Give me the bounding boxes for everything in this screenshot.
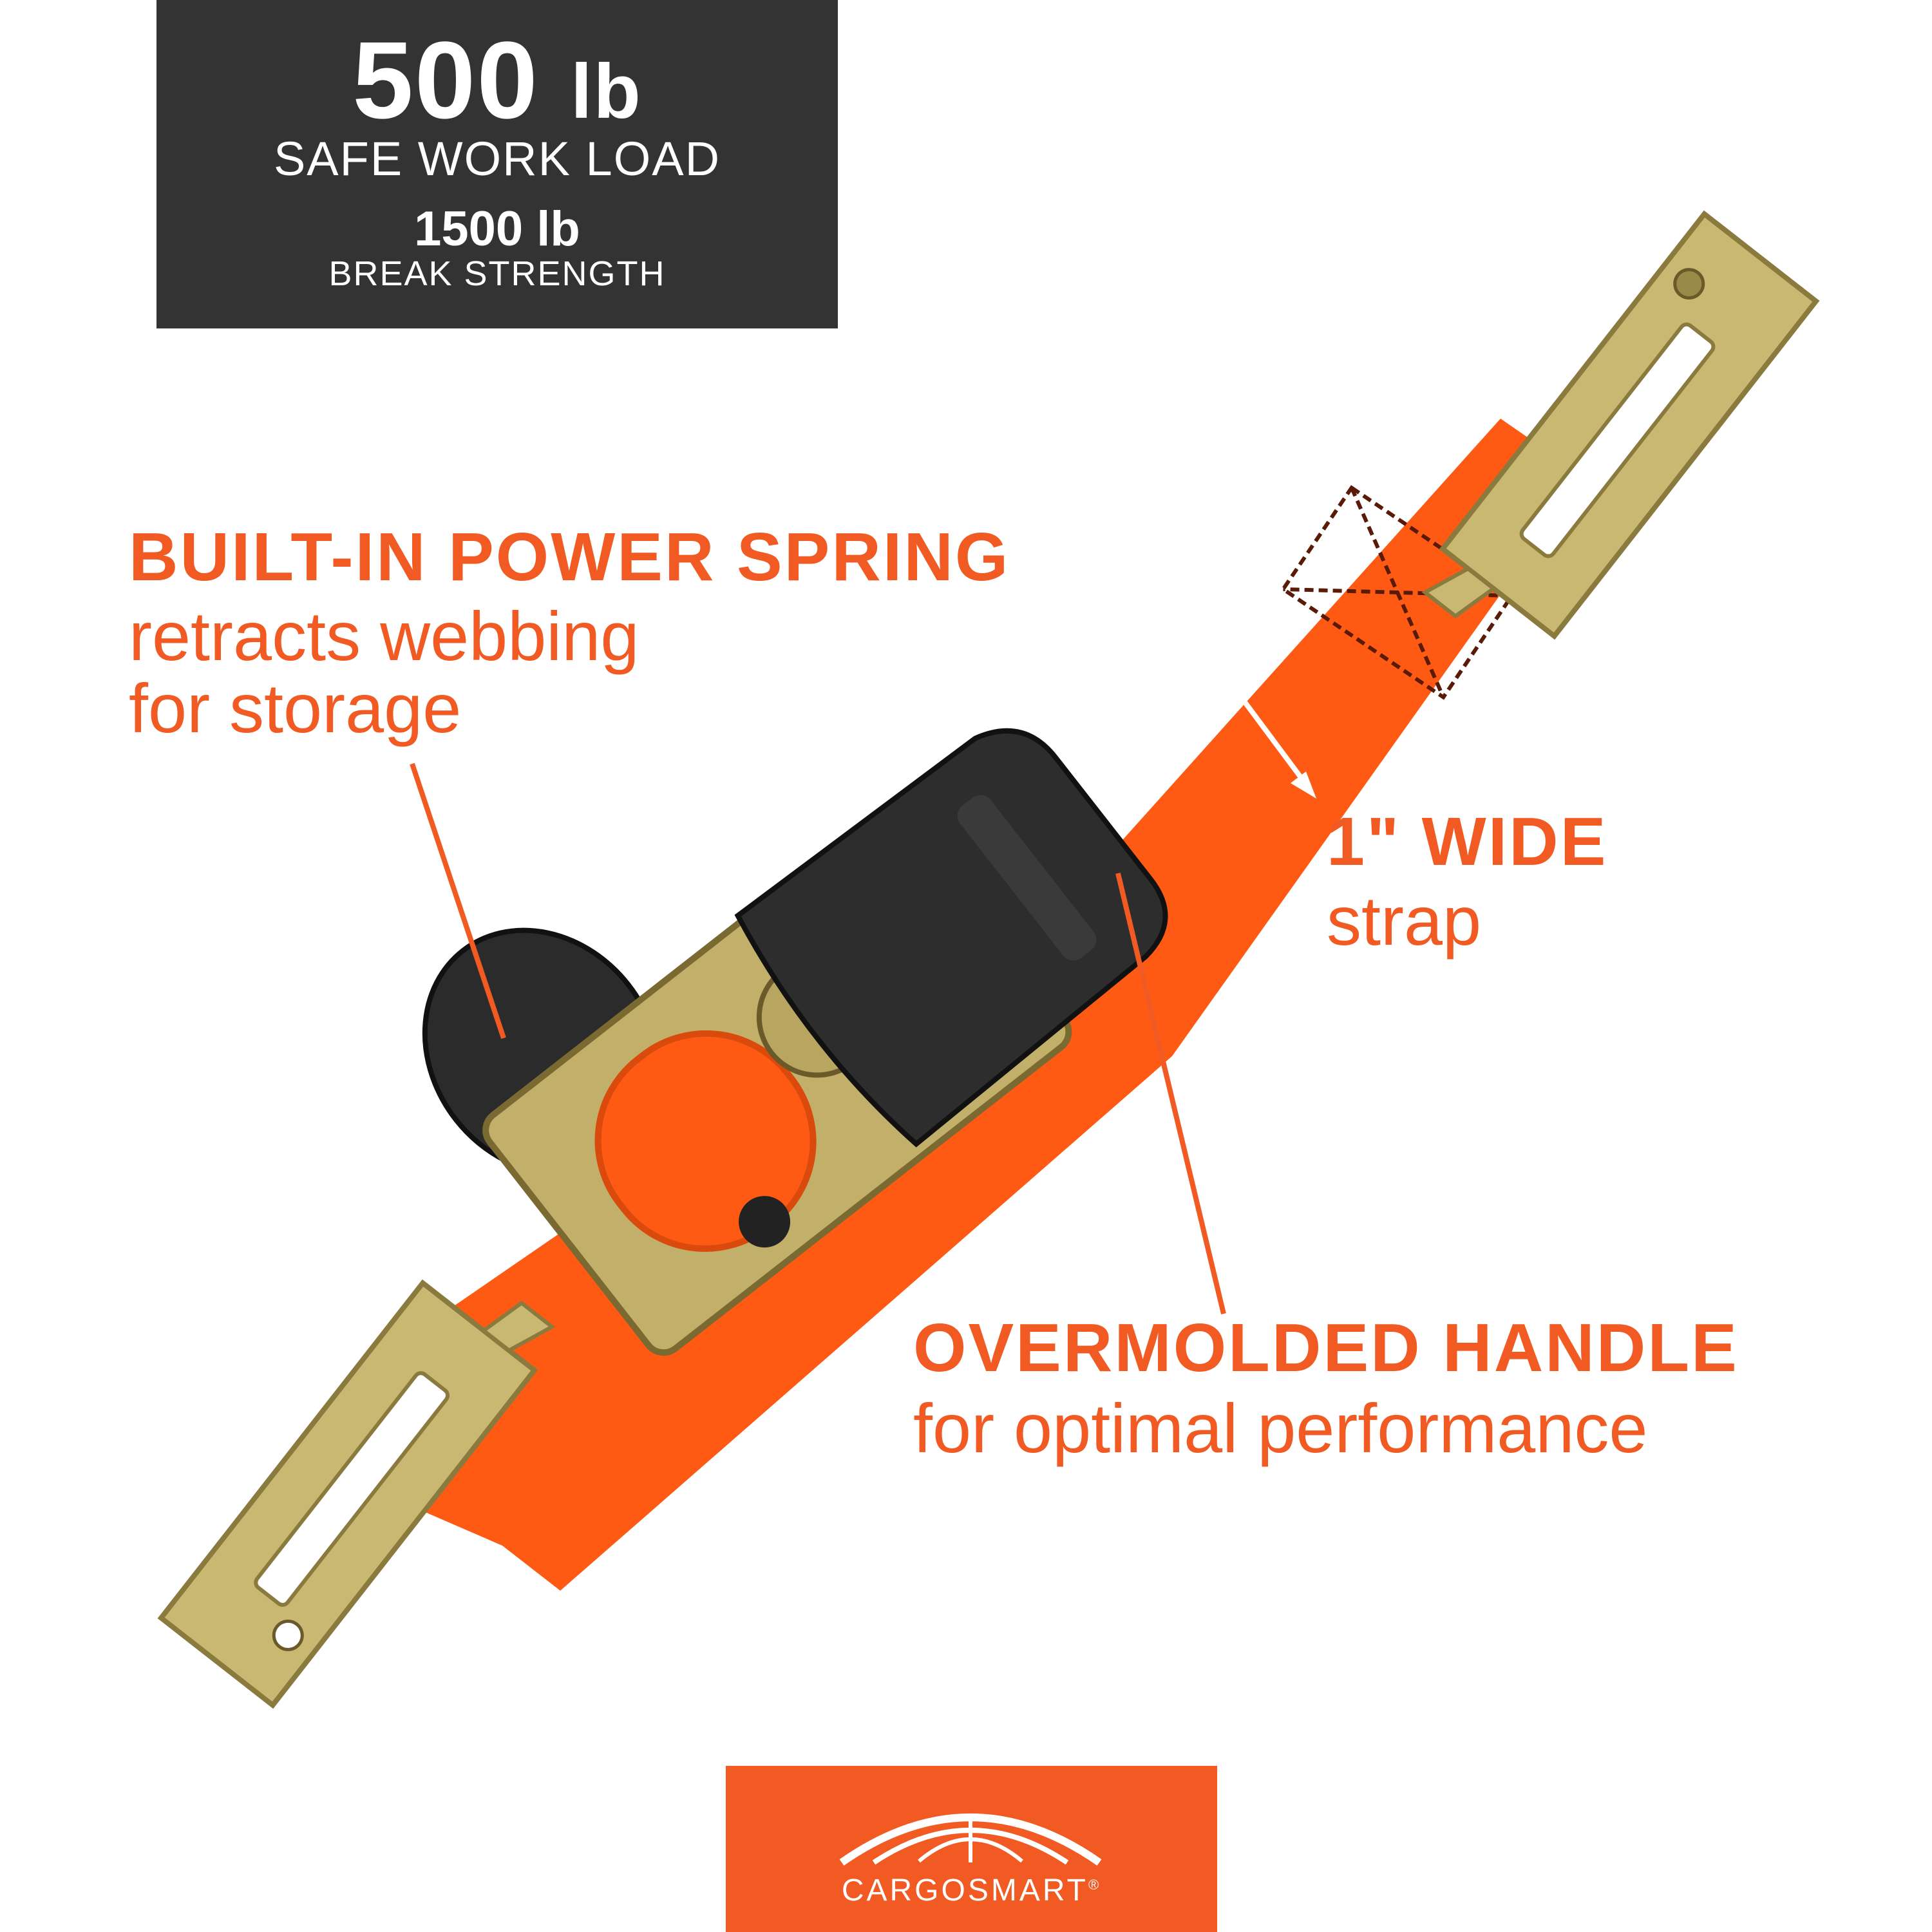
logo-registered-mark: ®	[1088, 1877, 1102, 1893]
break-strength-label: BREAK STRENGTH	[328, 254, 666, 293]
handle-title: OVERMOLDED HANDLE	[913, 1310, 1739, 1386]
strap-width-desc: strap	[1327, 882, 1482, 960]
e-track-fitting-top	[1421, 210, 1820, 640]
safe-work-load-value: 500 lb	[156, 26, 838, 135]
handle-callout: OVERMOLDED HANDLE for optimal performanc…	[913, 1314, 1739, 1463]
power-spring-desc-line1: retracts webbing	[129, 597, 639, 675]
safe-work-load-number: 500	[352, 19, 539, 142]
overmolded-handle	[734, 728, 1168, 1148]
spring-leader-line	[410, 762, 506, 1039]
safe-work-load-label: SAFE WORK LOAD	[273, 132, 721, 185]
e-track-fitting-bottom	[157, 1279, 556, 1709]
strap-width-title: 1" WIDE	[1327, 804, 1608, 880]
safe-work-load-unit: lb	[571, 48, 642, 135]
logo-wordmark: CARGOSMART®	[726, 1873, 1217, 1908]
power-spring-title: BUILT-IN POWER SPRING	[129, 519, 1010, 595]
stitch-box	[1280, 485, 1515, 700]
break-strength-value: 1500 lb	[414, 202, 580, 256]
load-spec-panel: 500 lb SAFE WORK LOAD 1500 lb BREAK STRE…	[156, 0, 838, 328]
cargosmart-logo: CARGOSMART®	[726, 1766, 1217, 1932]
power-spring-desc-line2: for storage	[129, 669, 462, 748]
ratchet-body	[422, 728, 1168, 1356]
handle-leader-line	[1115, 873, 1226, 1314]
width-arrow	[1217, 665, 1316, 799]
logo-arc-icon	[839, 1814, 1102, 1866]
handle-desc: for optimal performance	[913, 1389, 1648, 1467]
power-spring-callout: BUILT-IN POWER SPRING retracts webbing f…	[129, 523, 1010, 745]
logo-brand-text: CARGOSMART	[841, 1873, 1088, 1908]
strap-width-callout: 1" WIDE strap	[1327, 808, 1607, 956]
